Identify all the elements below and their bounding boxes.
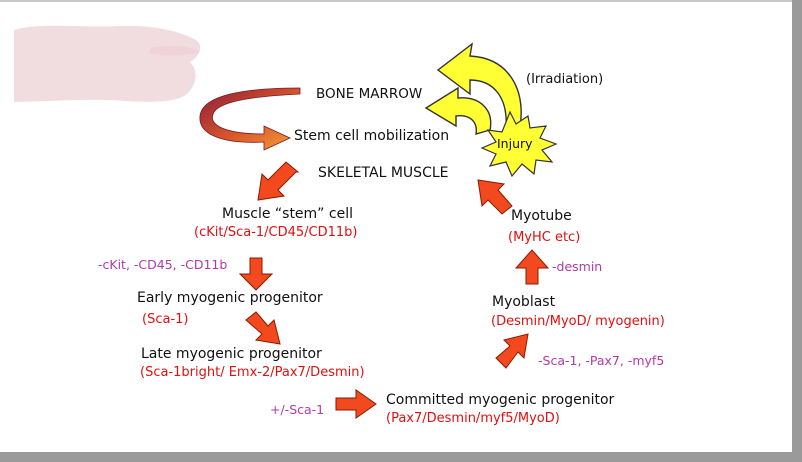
committed-to-myoblast-transition: -Sca-1, -Pax7, -myf5: [538, 353, 665, 368]
stem-to-early-transition: -cKit, -CD45, -CD11b: [98, 257, 228, 272]
arrow-to-early: [238, 257, 274, 291]
window-bottom-border: [0, 452, 802, 462]
late-progenitor-title: Late myogenic progenitor: [141, 346, 322, 362]
late-to-committed-transition: +/-Sca-1: [270, 402, 325, 417]
myoblast-title: Myoblast: [492, 294, 556, 310]
early-progenitor-title: Early myogenic progenitor: [137, 290, 323, 306]
skeletal-muscle-label: SKELETAL MUSCLE: [318, 165, 449, 181]
arrow-to-myotube: [514, 249, 550, 285]
arrow-to-myoblast: [495, 333, 529, 369]
irradiation-label: (Irradiation): [526, 72, 604, 87]
bone-marrow-label: BONE MARROW: [316, 86, 423, 102]
mobilization-curve-arrow: [199, 87, 301, 151]
myoblast-markers: (Desmin/MyoD/ myogenin): [491, 314, 665, 329]
myotube-markers: (MyHC etc): [508, 230, 581, 245]
pink-brush-banner: [14, 25, 201, 102]
muscle-stem-cell-markers: (cKit/Sca-1/CD45/CD11b): [194, 225, 358, 240]
arrow-to-skeletal-muscle: [477, 179, 513, 215]
myoblast-to-myotube-transition: -desmin: [552, 259, 603, 274]
stem-cell-mobilization-label: Stem cell mobilization: [294, 128, 450, 144]
committed-progenitor-title: Committed myogenic progenitor: [386, 392, 615, 408]
early-progenitor-markers: (Sca-1): [142, 312, 189, 327]
late-progenitor-markers: (Sca-1bright/ Emx-2/Pax7/Desmin): [140, 365, 365, 380]
injury-label: Injury: [497, 136, 533, 151]
injury-to-marrow-arrow: [424, 86, 492, 135]
window-top-edge: [0, 0, 792, 2]
arrow-to-stem-cell: [257, 161, 300, 201]
committed-progenitor-markers: (Pax7/Desmin/myf5/MyoD): [386, 411, 560, 426]
window-right-border: [792, 0, 802, 462]
flow-arrows: [238, 161, 550, 419]
injury-star: [480, 110, 558, 178]
arrow-to-late: [245, 311, 281, 345]
arrow-to-committed: [335, 389, 377, 419]
myotube-title: Myotube: [511, 208, 572, 224]
irradiation-arrow: [436, 42, 522, 129]
muscle-stem-cell-title: Muscle “stem” cell: [222, 206, 353, 222]
pink-brush-streak: [150, 45, 200, 56]
